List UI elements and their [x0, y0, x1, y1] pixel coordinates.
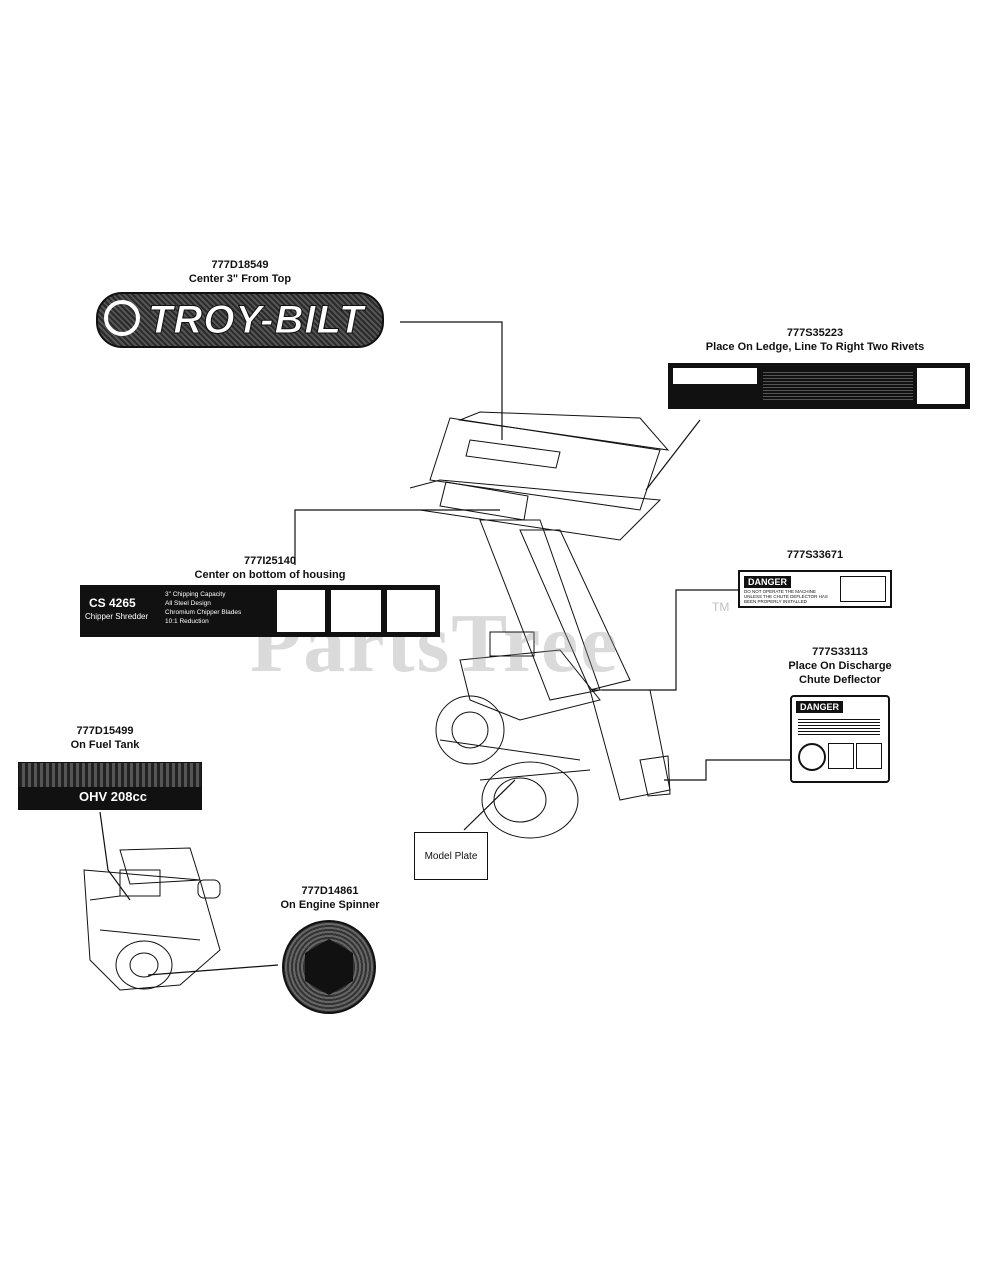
placement-note-warning: Place On Ledge, Line To Right Two Rivets: [705, 341, 925, 353]
leader-line-model-plate: [463, 779, 516, 831]
part-number-logo: 777D18549: [211, 259, 269, 271]
placement-note-fuel: On Fuel Tank: [70, 739, 140, 751]
callout-spinner: 777D14861 On Engine Spinner: [268, 884, 392, 912]
leader-line-logo: [400, 321, 503, 440]
callout-cs: 777I25140 Center on bottom of housing: [170, 554, 370, 582]
warning-pictograms-icon: [673, 368, 757, 384]
danger-header: DANGER: [796, 701, 844, 713]
ohv-pattern-band: [19, 763, 201, 787]
troy-bilt-logo-decal: TROY-BILT: [96, 292, 384, 348]
callout-fuel: 777D15499 On Fuel Tank: [50, 724, 160, 752]
part-number-spinner: 777D14861: [301, 885, 359, 897]
ohv-engine-decal: OHV 208cc: [18, 762, 202, 810]
leader-line-warning: [645, 419, 701, 491]
safety-pictogram-icon: [856, 743, 882, 769]
placement-note-spinner: On Engine Spinner: [280, 899, 380, 911]
danger-text-block: [798, 717, 880, 735]
danger-decal-small: DANGER DO NOT OPERATE THE MACHINE UNLESS…: [738, 570, 892, 608]
warning-decal: [668, 363, 970, 409]
danger-header: DANGER: [744, 576, 792, 588]
cs-model-number: CS 4265: [89, 596, 136, 610]
cs-feature: 3" Chipping Capacity: [165, 591, 226, 598]
cs-model-decal: CS 4265 Chipper Shredder 3" Chipping Cap…: [80, 585, 440, 637]
danger-pictogram-icon: [840, 576, 886, 602]
part-number-fuel: 777D15499: [76, 725, 134, 737]
placement-note-danger-chute-1: Place On Discharge: [788, 660, 892, 672]
cs-instructions-panel: [387, 590, 435, 632]
danger-message: DO NOT OPERATE THE MACHINE UNLESS THE CH…: [744, 589, 828, 604]
cs-model-subtitle: Chipper Shredder: [85, 612, 149, 621]
engine-outline: [83, 847, 221, 991]
leader-line-danger-chute: [664, 759, 790, 781]
part-number-danger-chute: 777S33113: [812, 646, 868, 658]
leader-line-spinner: [147, 964, 279, 976]
danger-decal-chute: DANGER: [790, 695, 890, 783]
cs-feature-list: 3" Chipping Capacity All Steel Design Ch…: [165, 590, 241, 626]
hexagon-icon: [305, 939, 353, 995]
ohv-engine-text: OHV 208cc: [79, 789, 147, 804]
cs-feature: Chromium Chipper Blades: [165, 609, 242, 616]
placement-note-cs: Center on bottom of housing: [194, 569, 346, 581]
safety-pictogram-icon: [828, 743, 854, 769]
callout-warning: 777S35223 Place On Ledge, Line To Right …: [690, 326, 940, 354]
placement-note-danger-chute-2: Chute Deflector: [799, 674, 881, 686]
part-number-cs: 777I25140: [244, 555, 296, 567]
engine-spinner-decal: [282, 920, 376, 1014]
logo-ring-icon: [104, 300, 140, 336]
callout-danger-chute: 777S33113 Place On Discharge Chute Defle…: [770, 645, 910, 687]
cs-feature: All Steel Design: [165, 600, 211, 607]
leader-line-cs: [294, 509, 500, 565]
model-plate-label: Model Plate: [414, 832, 488, 880]
logo-text: TROY-BILT: [147, 298, 365, 343]
cs-instructions-panel: [277, 590, 325, 632]
callout-logo: 777D18549 Center 3" From Top: [160, 258, 320, 286]
warning-text-block: [763, 370, 913, 402]
watermark-tm: TM: [712, 600, 730, 614]
hand-warning-icon: [798, 743, 826, 771]
machine-outline: [409, 411, 671, 839]
part-number-danger-small: 777S33671: [786, 549, 844, 561]
cs-instructions-panel: [331, 590, 381, 632]
placement-note-logo: Center 3" From Top: [188, 273, 292, 285]
warning-symbol-icon: [917, 368, 965, 404]
leader-line-fuel: [99, 811, 131, 901]
cs-feature: 10:1 Reduction: [165, 618, 209, 625]
part-number-warning: 777S35223: [786, 327, 844, 339]
callout-danger-small: 777S33671: [770, 548, 860, 562]
